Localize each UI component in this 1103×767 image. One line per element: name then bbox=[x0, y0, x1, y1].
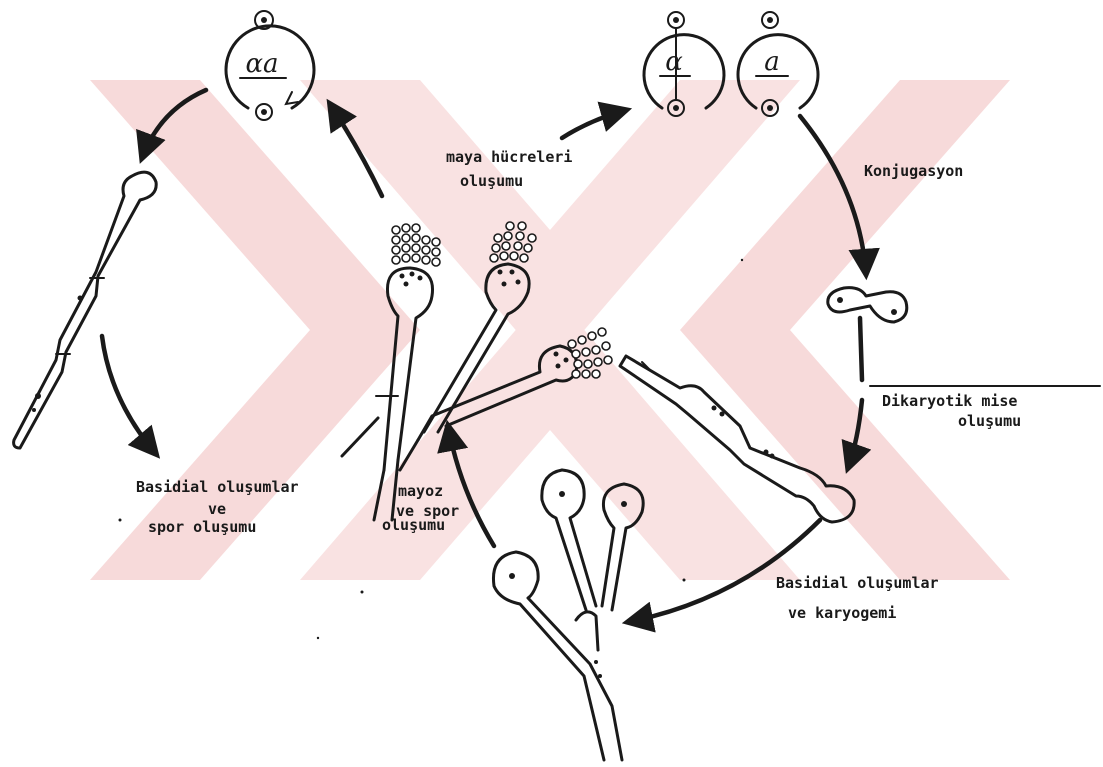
label-basidial-left-line2: ve bbox=[208, 500, 226, 518]
cell-a-label: a bbox=[764, 47, 780, 77]
central-basidia-cluster bbox=[340, 221, 613, 522]
left-germinating-hypha bbox=[12, 170, 158, 450]
label-mayoz-line3: oluşumu bbox=[382, 516, 445, 534]
diagram-labels: maya hücreleri oluşumu Konjugasyon Dikar… bbox=[136, 148, 1101, 622]
label-basidial-left-line3: spor oluşumu bbox=[148, 518, 256, 536]
cycle-arrows bbox=[99, 87, 880, 633]
label-maya-line2: oluşumu bbox=[460, 172, 523, 190]
conjugation-cells bbox=[826, 286, 909, 324]
label-maya-line1: maya hücreleri bbox=[446, 148, 572, 166]
cell-alpha: α bbox=[642, 11, 726, 117]
label-basidial-right-line2: ve karyogemi bbox=[788, 604, 896, 622]
label-konjugasyon: Konjugasyon bbox=[864, 162, 963, 180]
cell-a: a bbox=[736, 11, 820, 117]
spore-chains-1 bbox=[391, 223, 441, 267]
watermark-logo bbox=[90, 80, 1010, 580]
dikaryotic-mycelium bbox=[618, 354, 856, 524]
label-dikaryotik-line2: oluşumu bbox=[958, 412, 1021, 430]
label-dikaryotik-line1: Dikaryotik mise bbox=[882, 392, 1017, 410]
label-basidial-left-line1: Basidial oluşumlar bbox=[136, 478, 299, 496]
label-mayoz-line1: mayoz bbox=[398, 482, 443, 500]
cell-alpha-a: αa bbox=[224, 10, 316, 121]
lower-basidia bbox=[491, 468, 645, 762]
scan-specks bbox=[118, 258, 744, 640]
label-mayoz-line2: ve spor bbox=[396, 502, 459, 520]
spore-chains-3 bbox=[567, 327, 613, 379]
cell-alpha-label: α bbox=[665, 47, 683, 77]
cell-alpha-a-label: αa bbox=[245, 49, 278, 79]
label-basidial-right-line1: Basidial oluşumlar bbox=[776, 574, 939, 592]
spore-chains-2 bbox=[489, 221, 537, 263]
